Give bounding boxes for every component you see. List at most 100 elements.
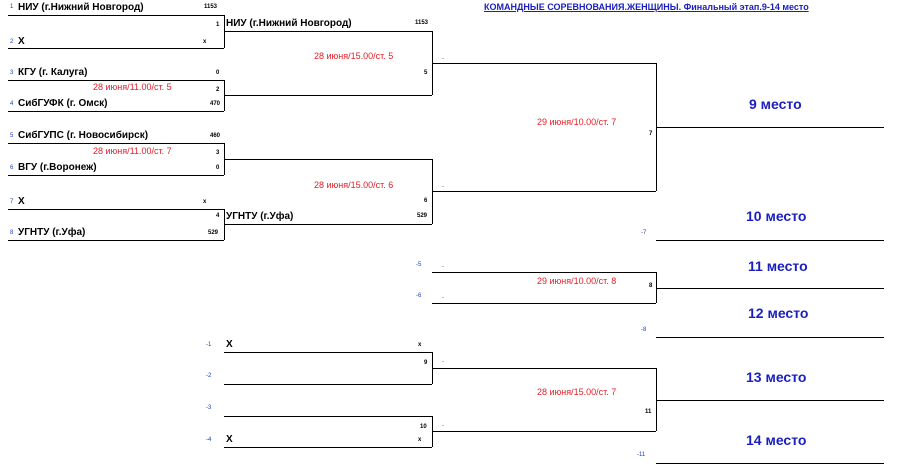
empty-slot-mark: - [442,184,444,190]
loser-reference: -11 [637,452,646,458]
team-name: X [226,339,233,350]
bracket-line [224,416,432,417]
schedule-label: 29 июня/10.00/ст. 7 [537,117,617,127]
empty-slot-mark: - [442,359,444,365]
schedule-label: 28 июня/15.00/ст. 7 [537,387,617,397]
seed-number: 1 [10,4,14,10]
bracket-line [656,400,884,401]
bracket-line [224,224,432,225]
team-name: СибГУПС (г. Новосибирск) [18,130,149,141]
bracket-line [224,384,432,385]
bracket-line [224,159,432,160]
team-name: ВГУ (г.Воронеж) [18,162,97,173]
loser-reference: -2 [206,373,212,379]
place-label: 9 место [749,96,802,112]
match-number: 4 [216,213,220,219]
match-number: 10 [420,424,427,430]
team-name: УГНТУ (г.Уфа) [18,227,86,238]
bracket-line [656,288,884,289]
seed-number: 6 [10,165,14,171]
match-number: 6 [424,198,428,204]
team-name: УГНТУ (г.Уфа) [226,211,294,222]
schedule-label: 28 июня/15.00/ст. 5 [314,51,394,61]
team-name: КГУ (г. Калуга) [18,67,88,78]
bracket-line [224,31,432,32]
loser-reference: -4 [206,437,212,443]
bracket-line [8,111,224,112]
bracket-line [432,191,656,192]
team-score: 460 [210,133,221,139]
match-number: 3 [216,150,220,156]
team-score: 529 [208,230,219,236]
loser-reference: -1 [206,342,212,348]
match-number: 7 [649,131,653,137]
seed-number: 7 [10,199,14,205]
team-score: 0 [216,70,220,76]
empty-slot-mark: - [442,295,444,301]
team-name: НИУ (г.Нижний Новгород) [18,2,144,13]
bracket-line [8,175,224,176]
bracket-line [8,15,224,16]
bracket-line [8,80,224,81]
place-label: 13 место [746,369,807,385]
loser-reference: -3 [206,405,212,411]
team-score: x [418,342,422,348]
bracket-line [656,127,884,128]
bracket-line [224,95,432,96]
match-number: 5 [424,70,428,76]
empty-slot-mark: - [442,264,444,270]
schedule-label: 28 июня/11.00/ст. 7 [93,146,172,156]
team-name: НИУ (г.Нижний Новгород) [226,18,352,29]
team-score: x [418,437,422,443]
match-number: 8 [649,283,653,289]
loser-reference: -6 [416,293,422,299]
team-score: 470 [210,101,221,107]
seed-number: 4 [10,101,14,107]
place-label: 14 место [746,432,807,448]
bracket-line [656,368,657,431]
loser-reference: -5 [416,262,422,268]
team-name: X [226,434,233,445]
bracket-line [8,209,224,210]
bracket-line [432,63,656,64]
bracket-line [8,48,224,49]
place-label: 12 место [748,305,809,321]
place-label: 11 место [748,258,808,274]
team-score: 529 [417,213,428,219]
bracket-line [432,368,656,369]
empty-slot-mark: - [442,56,444,62]
match-number: 11 [645,409,652,415]
team-score: 1153 [415,20,429,26]
bracket-line [224,447,432,448]
bracket-line [656,272,657,303]
schedule-label: 28 июня/11.00/ст. 5 [93,82,172,92]
team-score: 0 [216,165,220,171]
seed-number: 2 [10,39,14,45]
match-number: 9 [424,360,428,366]
loser-reference: -7 [641,230,647,236]
loser-reference: -8 [641,327,647,333]
match-number: 2 [216,87,220,93]
seed-number: 5 [10,133,14,139]
bracket-line [8,143,224,144]
bracket-line [432,431,656,432]
match-number: 1 [216,22,220,28]
place-label: 10 место [746,208,807,224]
bracket-line [656,463,884,464]
team-score: x [203,39,207,45]
bracket-line [432,303,656,304]
bracket-line [8,240,224,241]
team-name: X [18,36,25,47]
seed-number: 8 [10,230,14,236]
schedule-label: 28 июня/15.00/ст. 6 [314,180,394,190]
team-name: X [18,196,25,207]
bracket-line [224,352,432,353]
team-score: x [203,199,207,205]
bracket-line [656,337,884,338]
team-name: СибГУФК (г. Омск) [18,98,108,109]
team-score: 1153 [204,4,218,10]
schedule-label: 29 июня/10.00/ст. 8 [537,276,617,286]
page-title: КОМАНДНЫЕ СОРЕВНОВАНИЯ.ЖЕНЩИНЫ. Финальны… [484,2,809,12]
bracket-line [432,272,656,273]
empty-slot-mark: - [442,423,444,429]
